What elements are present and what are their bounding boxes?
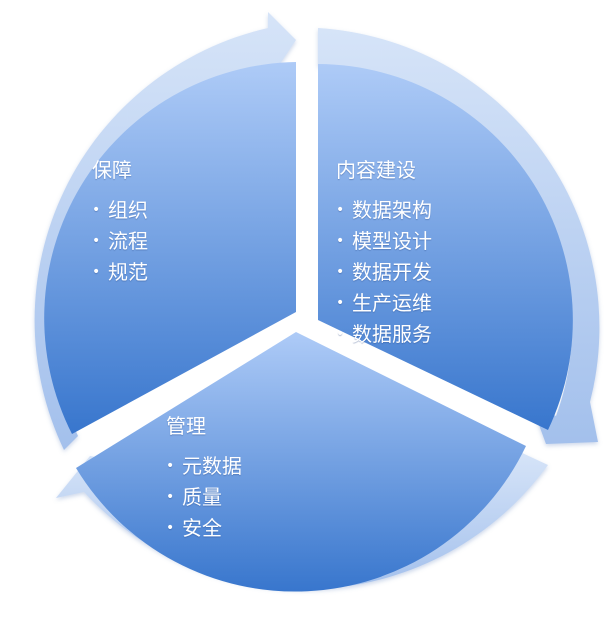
list-item: •质量 (166, 484, 222, 509)
list-item: •元数据 (166, 453, 242, 478)
segment-label-guarantee: 保障 •组织 •流程 •规范 (92, 160, 148, 287)
bullet-icon: • (336, 201, 345, 218)
bullet-icon: • (166, 519, 175, 536)
list-item: •数据架构 (336, 197, 432, 222)
bullet-icon: • (336, 232, 345, 249)
bullet-icon: • (92, 263, 101, 280)
list-item: •生产运维 (336, 290, 432, 315)
segment-management (76, 332, 526, 592)
list-item: •组织 (92, 197, 148, 222)
segment-label-management: 管理 •元数据 •质量 •安全 (166, 416, 242, 543)
list-item: •安全 (166, 515, 222, 540)
bullet-icon: • (166, 457, 175, 474)
bullet-icon: • (92, 201, 101, 218)
segment-label-content-building: 内容建设 •数据架构 •模型设计 •数据开发 •生产运维 •数据服务 (336, 160, 432, 349)
bullet-icon: • (92, 232, 101, 249)
segment-title: 保障 (92, 158, 132, 182)
bullet-icon: • (336, 263, 345, 280)
segment-item-list: •元数据 •质量 •安全 (166, 450, 242, 543)
bullet-icon: • (336, 294, 345, 311)
list-item: •规范 (92, 259, 148, 284)
segment-title: 管理 (166, 414, 206, 438)
segment-title: 内容建设 (336, 158, 416, 182)
segment-item-list: •组织 •流程 •规范 (92, 194, 148, 287)
list-item: •数据服务 (336, 321, 432, 346)
list-item: •模型设计 (336, 228, 432, 253)
bullet-icon: • (336, 325, 345, 342)
list-item: •流程 (92, 228, 148, 253)
list-item: •数据开发 (336, 259, 432, 284)
segment-guarantee (44, 62, 296, 434)
segment-item-list: •数据架构 •模型设计 •数据开发 •生产运维 •数据服务 (336, 194, 432, 349)
bullet-icon: • (166, 488, 175, 505)
segment-content-building (318, 64, 573, 430)
